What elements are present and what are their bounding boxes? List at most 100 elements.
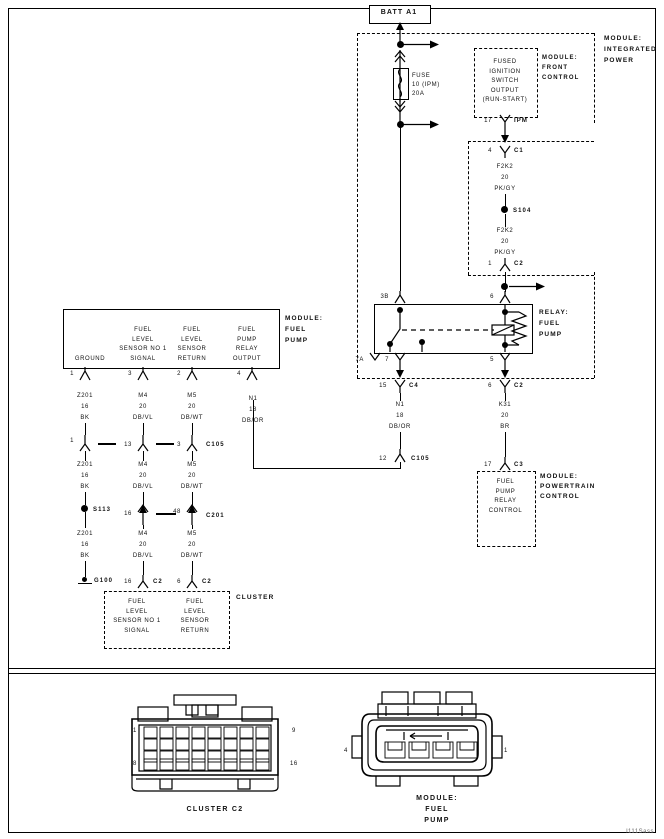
wire-m5-a-id: M5 [187,393,197,399]
cluster-c2-pin-1-label: 1 [133,728,137,734]
connector-c2-ipm-pin: 1 [488,261,492,267]
wire-m5-b-line-bot [192,492,193,505]
fuel-pump-connector-drawing [351,691,503,787]
fuse-label-line3: 20A [412,91,425,97]
wire-m4-c-line-bot [143,561,144,575]
batt-junction-dot-2 [397,121,404,128]
c105-link-dash-1 [98,443,116,445]
wire-m5-c-line-top [192,525,193,529]
pcm-box [477,471,536,547]
ipm-inner-top [468,141,594,142]
cluster-box [104,591,230,649]
fuse-squiggle-icon [397,68,403,98]
relay-pin-7-label: 7 [385,357,389,363]
wire-f2k2-top-gauge: 20 [501,175,509,181]
relay-body-box [374,304,533,354]
fuel-pump-connector-caption: MODULE: FUEL PUMP [416,795,458,824]
fuel-pump-function-3: FUEL PUMP RELAY OUTPUT [232,327,262,362]
page-frame [8,8,656,833]
c201-link-dash [156,513,176,515]
connector-c105-pin1-label: 1 [70,438,74,444]
wire-n1-top-id: N1 [248,396,258,402]
connector-c3-symbol [499,457,511,471]
wire-m4-c-gauge: 20 [139,542,147,548]
connector-c201-pin48-symbol [186,503,198,525]
ipm-boundary-right-upper [594,33,595,123]
relay-pin-7a-label: 7A [355,357,364,363]
relay-feed-branch-arrow [509,282,545,291]
wire-m5-b-line-top [192,451,193,461]
wire-k31-gauge: 20 [501,413,509,419]
wire-m5-a-gauge: 20 [188,404,196,410]
connector-cluster-c2-right-pin: 6 [177,579,181,585]
wire-m5-b-color: DB/WT [180,484,204,490]
connector-c2-ipm-name: C2 [514,261,524,267]
wire-f2k2-top-id: F2K2 [496,164,514,170]
cluster-function-0: FUEL LEVEL SENSOR NO 1 SIGNAL [113,599,161,634]
wire-k31-id: K31 [498,402,512,408]
wire-m4-b-id: M4 [138,462,148,468]
fuse-upper-chevrons [394,50,406,102]
watermark: l111Sass [626,829,654,835]
wire-m5-a-color: DB/WT [180,415,204,421]
splice-s104-dot [501,206,508,213]
wire-n1-route-left [253,468,401,469]
splice-s104-label: S104 [513,208,532,214]
fp-pin-3-label: 3 [128,371,132,377]
wire-z201-c-id: Z201 [76,531,94,537]
wire-f2k2-bot-color: PK/GY [494,250,516,256]
splice-s113-label: S113 [93,507,112,513]
connector-c1-name: C1 [514,148,524,154]
connector-c1-symbol [499,145,511,158]
wire-m5-c-line-bot [192,561,193,575]
wire-m4-c-color: DB/VL [132,553,154,559]
wire-m4-b-color: DB/VL [132,484,154,490]
front-control-box [474,48,538,118]
cluster-c2-pin-9-label: 9 [292,728,296,734]
cluster-c2-pin-16-label: 16 [290,761,298,767]
cluster-c2-caption: CLUSTER C2 [186,806,244,813]
connector-c105-pin1-symbol [79,435,91,452]
ipm-boundary-left [357,33,358,378]
batt-feed-to-relay [400,126,401,291]
wire-m4-a-color: DB/VL [132,415,154,421]
connector-c2-relay-name: C2 [514,383,524,389]
fp-pin-2-label: 2 [177,371,181,377]
fuse-label-line1: FUSE [412,73,431,79]
ipm-boundary-right-lower [594,272,595,378]
batt-a1-label: BATT A1 [380,9,418,16]
connector-c105-pin13-label: 13 [124,442,132,448]
connector-c105-pin13-symbol [137,435,149,452]
wire-z201-b-color: BK [80,484,90,490]
wire-k31-color: BR [500,424,510,430]
relay-pin-7-symbol [394,352,406,378]
connector-c2-ipm-symbol [499,258,511,272]
connector-cluster-c2-right-symbol [186,575,198,589]
wire-m4-b-gauge: 20 [139,473,147,479]
ground-g100-label: G100 [94,578,114,584]
fuel-pump-connector-pin-1-label: 1 [504,748,508,754]
c105-link-dash-2 [156,443,174,445]
batt-junction-dot-1 [397,41,404,48]
relay-pin-5-symbol [499,352,511,378]
cluster-c2-pin-8-label: 8 [133,761,137,767]
relay-pin-3b-symbol [394,291,406,304]
fp-pin-3-symbol [137,367,149,381]
wire-z201-c-line-bot [85,561,86,577]
wire-z201-c-color: BK [80,553,90,559]
wire-n1-bot-gauge: 18 [396,413,404,419]
module-front-control-label: MODULE: FRONT CONTROL [542,55,580,81]
wire-n1-route-up [253,400,254,469]
ipm-inner-bottom [468,275,594,276]
relay-feed-junction-dot [501,283,508,290]
connector-ipm-pin: 17 [484,118,492,124]
relay-pin-5-label: 5 [490,357,494,363]
wire-m5-c-id: M5 [187,531,197,537]
module-powertrain-control-label: MODULE: POWERTRAIN CONTROL [540,473,596,500]
module-fuel-pump-label: MODULE: FUEL PUMP [285,315,324,344]
wire-z201-b-line-bot [85,492,86,505]
wire-n1-top-color: DB/OR [241,418,264,424]
wire-f2k2-top-color: PK/GY [494,186,516,192]
pcm-function-label: FUEL PUMP RELAY CONTROL [488,479,523,514]
